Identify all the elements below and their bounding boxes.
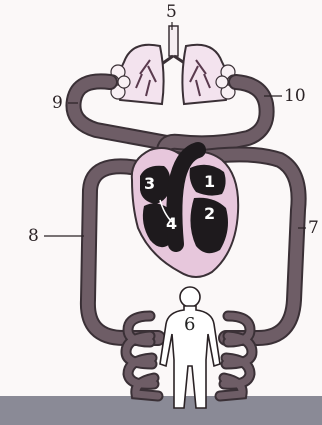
- label-2: 2: [204, 206, 215, 222]
- label-6: 6: [184, 316, 195, 334]
- label-9: 9: [52, 95, 63, 112]
- label-10: 10: [284, 88, 306, 105]
- label-3: 3: [144, 176, 155, 192]
- label-1: 1: [204, 174, 215, 190]
- label-5: 5: [166, 4, 177, 21]
- label-7: 7: [308, 220, 319, 237]
- label-4: 4: [166, 216, 177, 232]
- label-8: 8: [28, 228, 39, 245]
